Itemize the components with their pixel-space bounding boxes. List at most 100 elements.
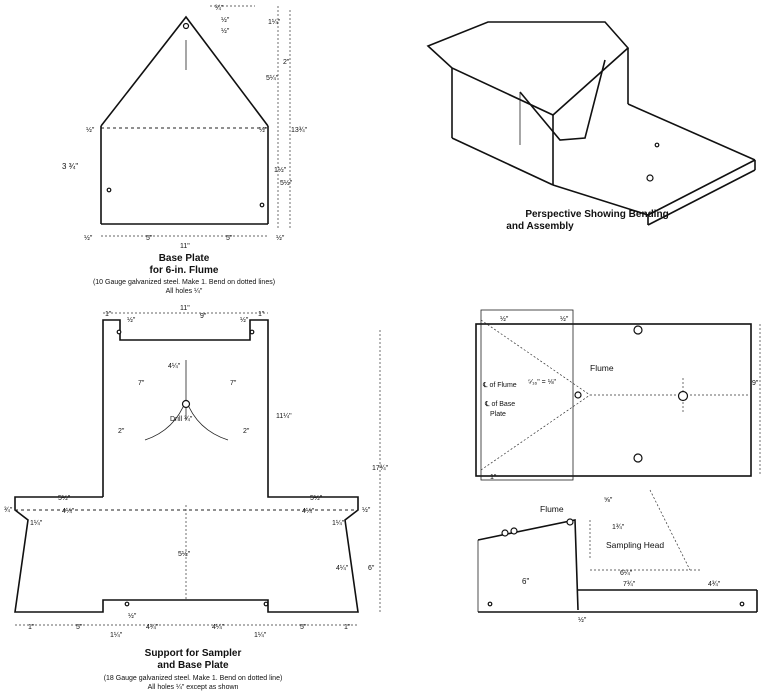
assembly-flume-label: Flume [590, 363, 614, 373]
assembly-plate-outline [475, 323, 752, 477]
base-plate-hole-left [106, 187, 112, 193]
base-plate-dim-bottom-11: 11" [180, 243, 190, 250]
base-plate-hole-top [182, 22, 190, 30]
side-bolt-3 [566, 518, 574, 526]
support-dim-inner-4-1-4: 4¼" [168, 363, 181, 370]
side-dim-half: ½" [578, 616, 587, 624]
support-dim-11-1-4: 11¼" [276, 413, 292, 420]
perspective-plate-lip-edge [647, 169, 756, 226]
base-plate-dim-1-1-4: 1¼" [268, 19, 281, 26]
support-dim-bottom-4-1-4-right: 4¼" [212, 624, 225, 631]
support-dim-top-11: 11" [180, 305, 190, 312]
support-dim-bottom-1-right: 1" [344, 624, 351, 631]
assembly-dim-half2: ½" [560, 315, 569, 323]
support-dim-right-7: 7" [230, 380, 237, 387]
perspective-plate-right-edge [647, 159, 756, 216]
base-plate-dim-bottom-5-left: 5" [146, 235, 153, 242]
support-dim-left-7: 7" [138, 380, 145, 387]
perspective-hole-small [654, 142, 660, 148]
base-plate-caption-line2: for 6-in. Flume [150, 265, 219, 276]
side-hole-left [487, 601, 493, 607]
support-hole-bottom-left [124, 601, 130, 607]
base-plate-dim-5-1-2: 5½" [280, 179, 293, 187]
support-note-line2: All holes ¼" except as shown [148, 684, 239, 691]
side-bolt-2 [510, 527, 518, 535]
support-hole-bottom-right [263, 601, 269, 607]
base-plate-dim-1-1-2: 1½" [274, 166, 287, 174]
side-dim-4-3-4: 4¾" [708, 581, 721, 588]
side-flume-outline [477, 519, 579, 611]
perspective-plate-back-edge [627, 103, 756, 161]
perspective-plate-front-edge [552, 184, 649, 216]
base-plate-note-line2: All holes ¼" [166, 288, 203, 295]
support-caption-line1: Support for Sampler [145, 648, 242, 659]
side-dim-7-3-4: 7¾" [623, 581, 636, 588]
side-dim-6-1-4: 6¼" [620, 570, 633, 577]
perspective-caption-line2: and Assembly [506, 221, 574, 232]
support-dim-top-half-left: ½" [127, 316, 136, 324]
perspective-funnel [519, 59, 606, 141]
support-dim-6: 6" [368, 565, 375, 572]
base-plate-dim-2: 2" [283, 59, 290, 66]
side-sampling-head-label: Sampling Head [606, 540, 664, 550]
assembly-dim-1: 1" [490, 474, 497, 481]
side-sampling-diag [649, 489, 691, 571]
support-dim-ear-left: ¾" [4, 507, 13, 514]
support-dim-bottom-half-left: ½" [128, 612, 137, 620]
base-plate-dim-left-height: 3 ¾" [62, 162, 78, 171]
base-plate-caption-line1: Base Plate [159, 253, 210, 264]
base-plate-dim-bottom-5-right: 5" [226, 235, 233, 242]
support-hole-top-right [249, 329, 255, 335]
side-flume-label: Flume [540, 504, 564, 514]
assembly-dim-9: 9" [752, 380, 759, 387]
support-dim-side-4-1-4: 4¼" [336, 565, 349, 572]
support-dim-ear-right: 1¼" [332, 520, 345, 527]
side-dim-5-8: ⅝" [604, 497, 613, 504]
base-plate-dim-13-3-4: 13¾" [291, 127, 308, 134]
support-dim-bottom-5-right: 5" [300, 624, 307, 631]
support-dim-bottom-5-left: 5" [76, 624, 83, 631]
assembly-top-view: Flume ℄ of Flume ⁵⁄₁₆" = ⅛" ℄ of Base Pl… [475, 309, 761, 481]
support-dim-17-3-4: 17¾" [372, 465, 389, 472]
support-dim-right-4-1-4: 4¼" [302, 508, 315, 515]
base-plate-dim-top-half2: ½" [221, 27, 230, 35]
side-dim-1-3-4: 1¾" [612, 524, 625, 531]
base-plate-note-line1: (10 Gauge galvanized steel. Make 1. Bend… [93, 279, 275, 286]
side-dim-6: 6" [522, 577, 529, 586]
assembly-cl-base: ℄ of Base [484, 401, 515, 408]
base-plate-dim-bottom-half-left: ½" [84, 234, 93, 242]
support-dim-bottom-4-1-4-left: 4¼" [146, 624, 159, 631]
support-drawing: 11" 9" 1" ½" ½" 1" 4¼" 7" 7" 2" 2" Drill… [4, 305, 389, 691]
assembly-offset-label: ⁵⁄₁₆" = ⅛" [528, 379, 557, 386]
support-dim-center-5-1-2: 5½" [178, 550, 191, 558]
perspective-drawing: Perspective Showing Bending and Assembly [426, 21, 756, 232]
support-outline [14, 319, 359, 613]
support-dim-left-2: 2" [118, 428, 125, 435]
support-dim-left-5-1-2: 5½" [58, 494, 71, 502]
support-dim-top-half-right: ½" [240, 316, 249, 324]
support-dim-right-5-1-2: 5½" [310, 494, 323, 502]
assembly-cl-flume: ℄ of Flume [482, 382, 517, 389]
support-dim-left-4-1-4: 4¼" [62, 508, 75, 515]
support-drill-label: Drill ¾" [170, 416, 193, 423]
support-note-line1: (18 Gauge galvanized steel. Make 1. Bend… [104, 675, 283, 682]
base-plate-peak-outline [100, 15, 269, 127]
base-plate-hole-right [259, 202, 265, 208]
support-drill-hole [181, 399, 191, 409]
base-plate-dim-top-half: ½" [221, 16, 230, 24]
assembly-plate-label: Plate [490, 411, 506, 418]
assembly-hole-bottom [633, 453, 643, 463]
side-bolt-1 [501, 529, 509, 537]
support-hole-top-left [116, 329, 122, 335]
side-hole-right [739, 601, 745, 607]
support-dim-top-9: 9" [200, 313, 207, 320]
base-plate-drawing: ¾" ½" ½" 1¼" 2" 5¼" 13¾" ½" ½" 3 ¾" 1½" … [62, 5, 308, 295]
support-caption-line2: and Base Plate [157, 660, 229, 671]
base-plate-dim-5-1-4: 5¼" [266, 75, 279, 82]
support-dim-right-2: 2" [243, 428, 250, 435]
assembly-hole-flume [574, 391, 582, 399]
assembly-side-view: Flume Sampling Head ⅝" 1¾" 6¼" 7¾" 4¾" 6… [477, 489, 758, 624]
assembly-dim-half: ½" [500, 315, 509, 323]
support-dim-bottom-1-1-4-right: 1¼" [254, 632, 267, 639]
